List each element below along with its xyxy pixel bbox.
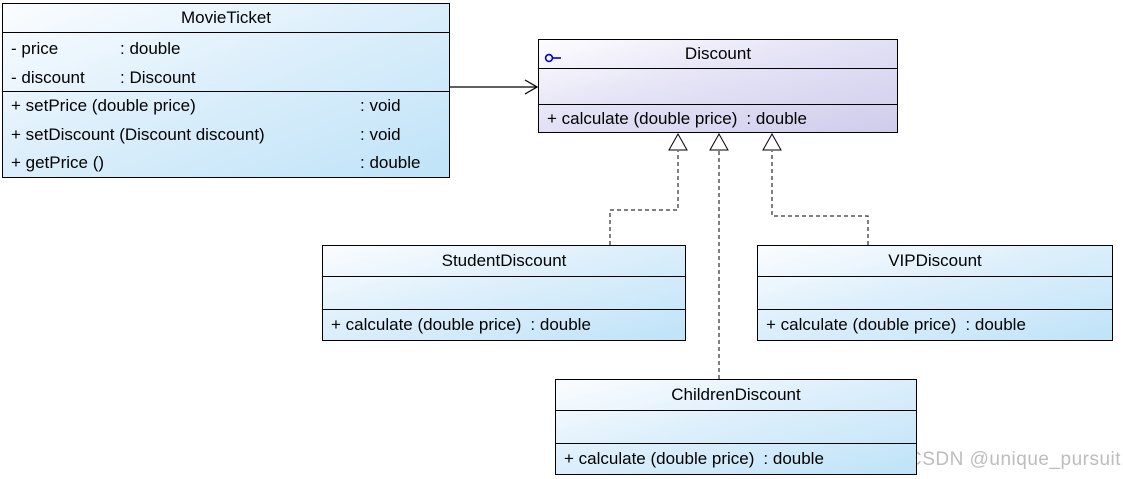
attribute-type: : double	[120, 39, 181, 58]
attribute-row: - price : double	[3, 34, 449, 63]
method-return-type: : double	[746, 109, 807, 128]
attributes-compartment	[556, 410, 916, 443]
method-return-type: : double	[763, 449, 824, 468]
method-signature: + setDiscount (Discount discount)	[11, 124, 265, 144]
method-row: + calculate (double price) : double	[758, 310, 1112, 340]
method-return-type: : void	[360, 124, 401, 144]
watermark-text: CSDN @unique_pursuit	[908, 449, 1122, 470]
method-row: + setPrice (double price) : void	[3, 92, 449, 121]
attributes-compartment	[539, 68, 897, 104]
interface-title: Discount	[539, 40, 897, 68]
association-movieticket-discount	[450, 79, 539, 95]
class-studentdiscount: StudentDiscount + calculate (double pric…	[322, 245, 686, 341]
methods-compartment: + calculate (double price) : double	[539, 104, 897, 132]
method-row: + calculate (double price) : double	[323, 310, 685, 340]
method-row: + calculate (double price) : double	[556, 444, 916, 474]
hollow-triangle-icon	[668, 132, 688, 151]
class-movieticket: MovieTicket - price : double - discount …	[2, 3, 450, 178]
method-signature: + calculate (double price)	[331, 315, 522, 334]
methods-compartment: + setPrice (double price) : void + setDi…	[3, 91, 449, 178]
method-return-type: : double	[965, 315, 1026, 334]
method-return-type: : double	[530, 315, 591, 334]
realization-childrendiscount-discount	[709, 132, 729, 379]
attribute-name: - price	[11, 39, 59, 58]
method-return-type: : void	[360, 96, 401, 115]
realization-studentdiscount-discount	[609, 132, 688, 245]
attribute-type: : Discount	[120, 68, 196, 87]
method-return-type: : double	[360, 153, 421, 173]
interface-lollipop-icon	[544, 45, 564, 68]
realization-vipdiscount-discount	[762, 132, 869, 245]
class-title: StudentDiscount	[441, 251, 567, 270]
class-title: ChildrenDiscount	[671, 385, 801, 404]
hollow-triangle-icon	[762, 132, 782, 151]
attributes-compartment	[323, 276, 685, 309]
attribute-name: - discount	[11, 68, 85, 87]
attributes-compartment: - price : double - discount : Discount	[3, 32, 449, 91]
method-signature: + calculate (double price)	[766, 315, 957, 334]
method-signature: + calculate (double price)	[547, 109, 738, 128]
method-row: + setDiscount (Discount discount) : void	[3, 121, 449, 150]
method-row: + getPrice () : double	[3, 149, 449, 178]
class-title: MovieTicket	[180, 8, 272, 27]
methods-compartment: + calculate (double price) : double	[758, 309, 1112, 340]
interface-discount: Discount + calculate (double price) : do…	[538, 39, 898, 133]
interface-name: Discount	[684, 44, 752, 63]
attributes-compartment	[758, 276, 1112, 309]
class-childrendiscount: ChildrenDiscount + calculate (double pri…	[555, 379, 917, 475]
method-signature: + calculate (double price)	[564, 449, 755, 468]
attribute-row: - discount : Discount	[3, 63, 449, 91]
method-row: + calculate (double price) : double	[539, 105, 897, 132]
class-vipdiscount: VIPDiscount + calculate (double price) :…	[757, 245, 1113, 341]
method-signature: + setPrice (double price)	[11, 96, 196, 115]
class-title: VIPDiscount	[888, 251, 982, 270]
methods-compartment: + calculate (double price) : double	[556, 443, 916, 474]
method-signature: + getPrice ()	[11, 153, 105, 173]
hollow-triangle-icon	[709, 132, 729, 151]
methods-compartment: + calculate (double price) : double	[323, 309, 685, 340]
open-arrowhead-icon	[524, 79, 539, 95]
